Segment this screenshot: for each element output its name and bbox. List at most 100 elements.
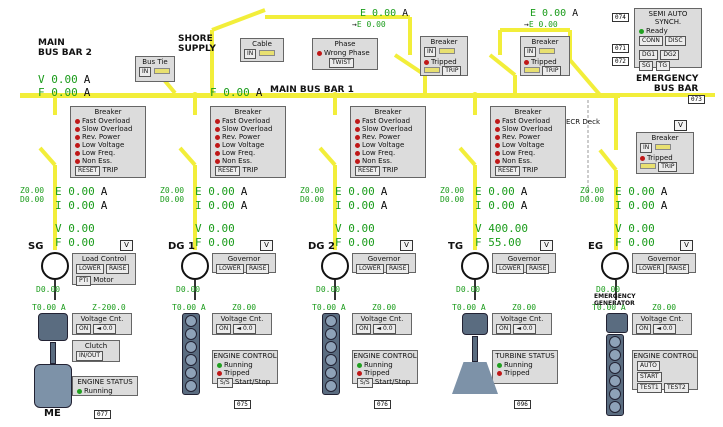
shore-breaker-in-button[interactable]: IN [424,47,437,57]
tg-name-label: TG [448,241,464,252]
sg-voltage-value-field[interactable]: ◄ 0.0 [93,324,116,334]
dg2-voltage-row: ON ◄ 0.0 [353,324,411,334]
eg-raise-button[interactable]: RAISE [665,264,690,274]
dg2-ss-button[interactable]: S/S [357,378,373,388]
tg-tripped-label: Tripped [504,369,530,377]
dg1-startstop-row: S/S Start/Stop [213,378,277,388]
sg-code-box: 077 [94,410,111,419]
emergency-breaker-trip-button[interactable]: TRIP [658,162,678,172]
main-bus1-title: MAIN BUS BAR 1 [270,85,354,95]
eg-test2-button[interactable]: TEST2 [663,383,689,393]
tg-turbine-head-icon [462,313,488,335]
semi-auto-ready-lamp [639,28,644,34]
tg-tripped-lamp [497,370,502,376]
eg-voltage-value-field[interactable]: ◄ 0.0 [653,324,676,334]
sg-motor-label: Motor [93,276,114,284]
dg2-startstop-row: S/S Start/Stop [353,378,417,388]
slow-overload-lamp [495,126,500,132]
eg-v-box[interactable]: V [680,240,693,251]
breaker-reset-button[interactable]: RESET [215,166,241,176]
cable-in-button[interactable]: IN [244,49,257,59]
emergency-breaker-in-button[interactable]: IN [640,143,653,153]
dg1-zt-readout: Z0.00 [232,303,257,312]
dg1-cylinder-icon [185,341,197,353]
dg2-raise-button[interactable]: RAISE [385,264,410,274]
sg-pti-button[interactable]: PTI [76,276,92,286]
bus-tie-panel: Bus Tie IN [135,56,175,82]
dg1-lower-button[interactable]: LOWER [216,264,244,274]
semi-auto-dg2-button[interactable]: DG2 [660,50,680,60]
semi-auto-conn-button[interactable]: CONN [639,36,663,46]
sg-lower-button[interactable]: LOWER [76,264,104,274]
shore-breaker-title: Breaker [430,38,458,46]
semi-auto-code-top: 074 [612,13,629,22]
dg1-name-label: DG 1 [168,241,195,252]
dg2-lower-button[interactable]: LOWER [356,264,384,274]
low-freq-label: Low Freq. [82,149,116,157]
dg2-gen-d-readout: D0.00 [316,285,341,294]
dg2-tripped-row: Tripped [353,369,417,377]
eg-cylinder-icon [609,336,621,348]
breaker-panel-dg2: Breaker Fast Overload Slow Overload Rev.… [350,106,426,178]
tg-lower-button[interactable]: LOWER [496,264,524,274]
breaker-reset-button[interactable]: RESET [75,166,101,176]
emergency-bus-v-box[interactable]: V [674,120,687,131]
dg1-v-box[interactable]: V [260,240,273,251]
dg1-voltage-value-field[interactable]: ◄ 0.0 [233,324,256,334]
emergency-tie-trip-button[interactable]: TRIP [542,66,562,76]
tg-voltage-on-button[interactable]: ON [496,324,512,334]
breaker-reset-button[interactable]: RESET [495,166,521,176]
eg-lower-button[interactable]: LOWER [636,264,664,274]
eg-start-button[interactable]: START [637,372,662,382]
sg-clutch-button[interactable]: IN/OUT [76,351,104,361]
sg-v-box[interactable]: V [120,240,133,251]
dg2-startstop-label: Start/Stop [374,378,411,386]
dg2-voltage-value-field[interactable]: ◄ 0.0 [373,324,396,334]
shore-breaker-trip-button[interactable]: TRIP [442,66,462,76]
dg1-v-readout: V 0.00 [195,222,235,235]
dg2-cylinder-icon [325,380,337,392]
fast-overload-label: Fast Overload [82,117,131,125]
semi-auto-dg1-button[interactable]: DG1 [639,50,659,60]
dg1-voltage-on-button[interactable]: ON [216,324,232,334]
sg-raise-button[interactable]: RAISE [105,264,130,274]
eg-test1-button[interactable]: TEST1 [637,383,662,393]
sg-t-readout: T0.00 A [32,303,66,312]
phase-twist-button[interactable]: TWIST [329,58,354,68]
dg2-voltage-on-button[interactable]: ON [356,324,372,334]
semi-auto-tg-button[interactable]: TG [655,61,671,71]
dg2-tripped-lamp [357,370,362,376]
eg-voltage-on-button[interactable]: ON [636,324,652,334]
dg1-raise-button[interactable]: RAISE [245,264,270,274]
tg-raise-button[interactable]: RAISE [525,264,550,274]
me-top-engine-icon [38,313,68,341]
bus-tie-lamp [153,68,170,74]
fast-overload-lamp [75,118,80,124]
slow-overload-label: Slow Overload [222,125,273,133]
dg1-ss-button[interactable]: S/S [217,378,233,388]
breaker-reset-button[interactable]: RESET [355,166,381,176]
semi-auto-disc-button[interactable]: DISC [665,36,686,46]
tg-v-box[interactable]: V [540,240,553,251]
tg-v-readout: V 400.00 [475,222,528,235]
emergency-tie-breaker-title: Breaker [531,38,559,46]
cable-panel: Cable IN [240,38,284,62]
rev-power-lamp [75,134,80,140]
tg-voltage-value-field[interactable]: ◄ 0.0 [513,324,536,334]
dg2-t-readout: T0.00 A [312,303,346,312]
eg-auto-button[interactable]: AUTO [637,361,660,371]
bus-tie-in-button[interactable]: IN [139,67,152,77]
eg-d-readout: D0.00 [580,195,605,204]
dg2-v-box[interactable]: V [400,240,413,251]
low-freq-lamp [495,150,500,156]
dg1-voltage-row: ON ◄ 0.0 [213,324,271,334]
semi-auto-sg-button[interactable]: SG [639,61,654,71]
tg-tripped-row: Tripped [493,369,557,377]
sg-voltage-on-button[interactable]: ON [76,324,92,334]
emergency-tie-in-button[interactable]: IN [524,47,537,57]
shore-breaker-in-lamp [438,48,455,54]
